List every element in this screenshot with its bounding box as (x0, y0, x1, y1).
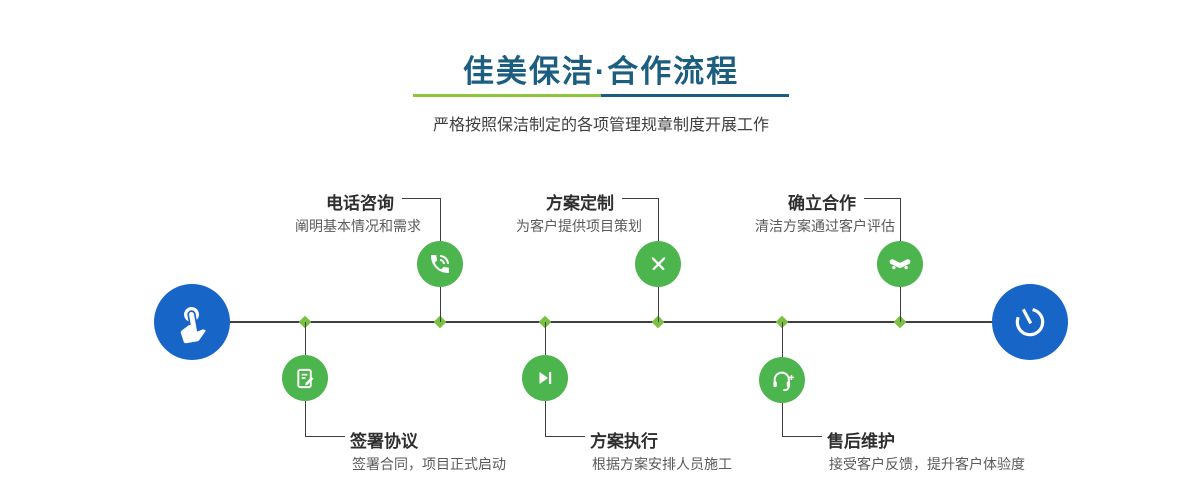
step-desc-phone-consult: 阐明基本情况和需求 (295, 218, 421, 234)
connector-elbow (305, 401, 306, 437)
connector-elbow (305, 436, 345, 437)
connector-elbow (782, 403, 783, 436)
step-node-establish-cooperation (877, 241, 923, 287)
connector-stem (658, 287, 659, 322)
step-desc-establish-cooperation: 清洁方案通过客户评估 (755, 218, 895, 234)
step-label-plan-execute: 方案执行 (590, 432, 658, 451)
divider-blue-segment (601, 94, 789, 97)
play-next-icon (539, 372, 552, 384)
page-subtitle: 严格按照保洁制定的各项管理规章制度开展工作 (432, 117, 769, 134)
connector-elbow (402, 198, 440, 199)
timeline-end-node (992, 284, 1068, 360)
step-label-phone-consult: 电话咨询 (326, 194, 394, 213)
step-label-establish-cooperation: 确立合作 (788, 194, 856, 213)
connector-elbow (440, 198, 441, 241)
connector-elbow (900, 198, 901, 241)
step-label-after-sales: 售后维护 (827, 432, 895, 451)
step-desc-plan-execute: 根据方案安排人员施工 (592, 456, 732, 472)
step-node-plan-customize (635, 241, 681, 287)
page-title: 佳美保洁·合作流程 (462, 54, 740, 89)
phone-icon (431, 255, 449, 273)
headset-plus-icon (772, 371, 794, 391)
step-label-sign-agreement: 签署协议 (350, 432, 418, 451)
connector-elbow (658, 198, 659, 241)
timeline-line (192, 321, 1030, 323)
divider-green-segment (413, 94, 601, 97)
connector-stem (900, 287, 901, 322)
connector-elbow (782, 436, 822, 437)
document-edit-icon (296, 368, 314, 388)
step-desc-sign-agreement: 签署合同，项目正式启动 (352, 456, 506, 472)
connector-stem (545, 322, 546, 355)
step-desc-plan-customize: 为客户提供项目策划 (516, 218, 642, 234)
step-node-plan-execute (522, 355, 568, 401)
handshake-icon (889, 259, 911, 270)
connector-elbow (545, 436, 585, 437)
connector-elbow (864, 198, 900, 199)
connector-elbow (545, 401, 546, 436)
step-label-plan-customize: 方案定制 (546, 194, 614, 213)
design-tools-icon (651, 256, 665, 270)
step-desc-after-sales: 接受客户反馈，提升客户体验度 (829, 456, 1025, 472)
connector-stem (782, 322, 783, 357)
timeline-start-node (154, 284, 230, 360)
step-node-phone-consult (417, 241, 463, 287)
connector-stem (305, 322, 306, 355)
connector-elbow (622, 198, 658, 199)
step-node-sign-agreement (282, 355, 328, 401)
title-divider (413, 94, 789, 97)
connector-stem (440, 287, 441, 322)
hand-pointer-icon (180, 306, 206, 344)
step-node-after-sales (759, 357, 805, 403)
power-icon (1015, 308, 1045, 337)
